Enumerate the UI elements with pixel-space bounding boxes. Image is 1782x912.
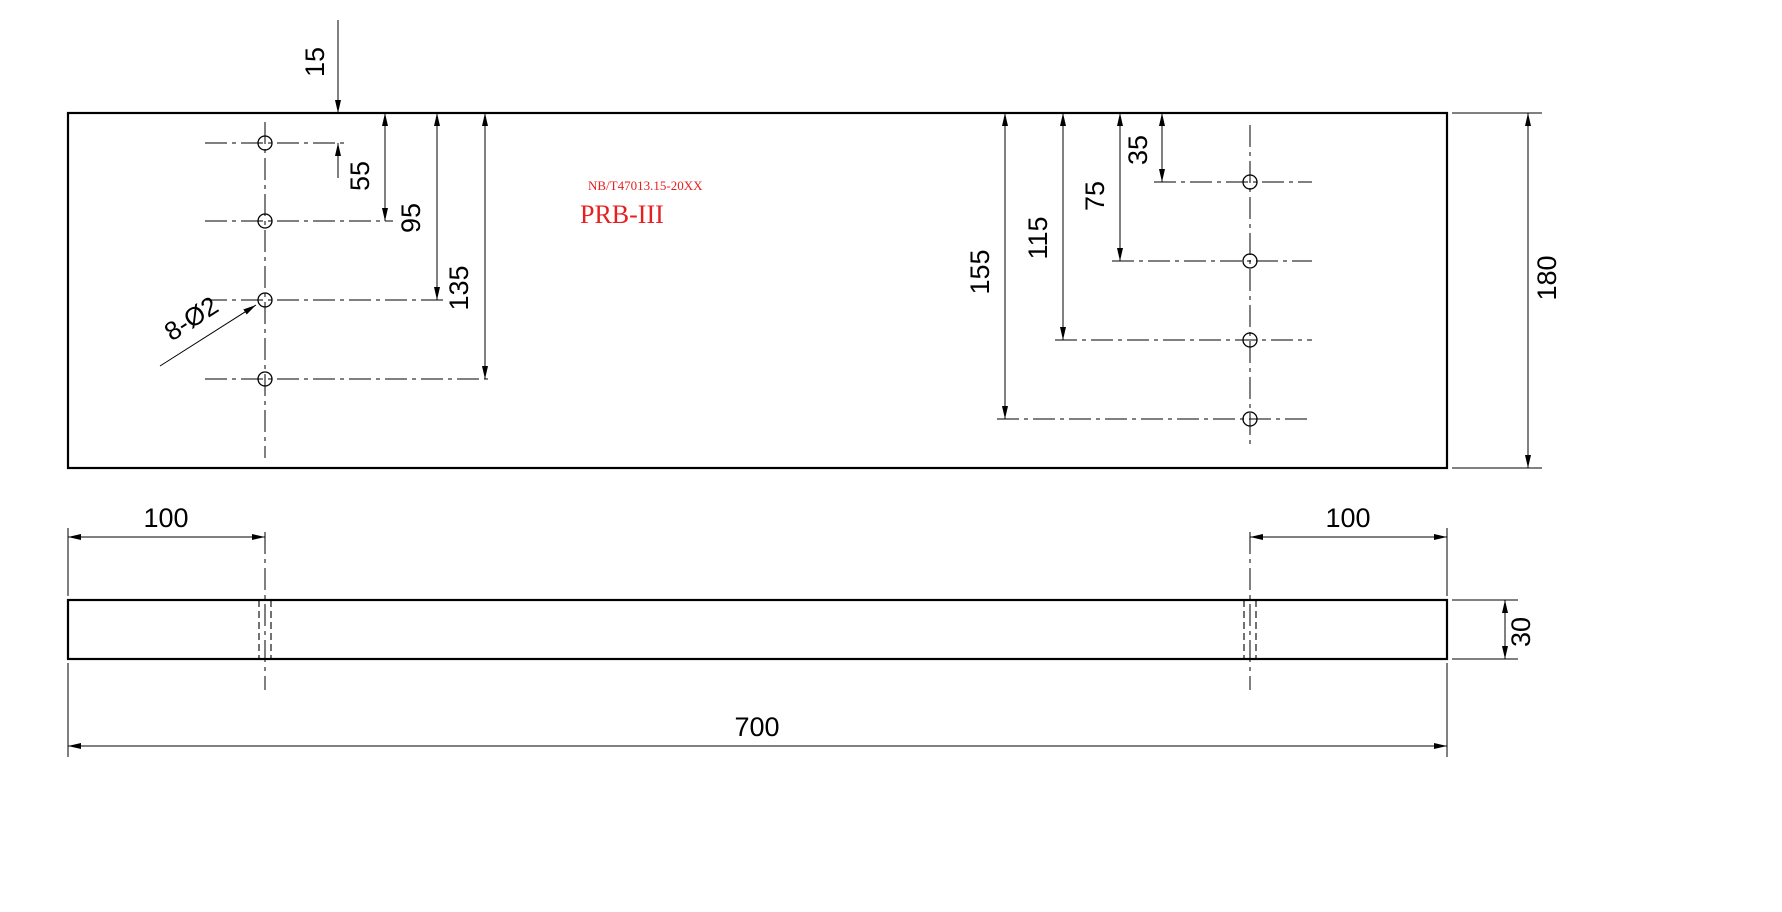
front-view-height-dimension: 180 (1452, 112, 1562, 469)
front-view-left-dimensions: 15 55 95 135 (300, 20, 488, 379)
dim-115-label: 115 (1023, 216, 1053, 259)
side-view-centerlines (264, 532, 1251, 690)
front-view: 15 55 95 135 35 75 115 155 180 (66, 20, 1562, 470)
holes-callout: 8-Ø2 (159, 290, 257, 367)
dim-100-left-label: 100 (143, 503, 188, 533)
dim-100-right-label: 100 (1325, 503, 1370, 533)
hole (257, 371, 273, 387)
dim-180-label: 180 (1532, 255, 1562, 300)
red-labels: NB/T47013.15-20XX PRB-III (580, 178, 703, 229)
dim-15-label: 15 (300, 47, 330, 77)
hole (1242, 411, 1258, 427)
side-view-thickness-dimension: 30 (1452, 599, 1536, 660)
dim-135-label: 135 (444, 265, 474, 310)
dim-155-label: 155 (965, 249, 995, 294)
hole (257, 292, 273, 308)
side-view-length-dimension: 700 (67, 663, 1448, 757)
dim-75-label: 75 (1080, 181, 1110, 211)
front-view-holes (257, 135, 1258, 427)
side-view-outline (66, 598, 1449, 661)
dim-55-label: 55 (345, 161, 375, 191)
dim-30-label: 30 (1506, 617, 1536, 647)
hole (257, 135, 273, 151)
front-view-centerlines (205, 122, 1312, 458)
dim-95-label: 95 (396, 203, 426, 233)
side-view-hidden-holes (258, 600, 1257, 659)
hole (257, 213, 273, 229)
hole (1242, 332, 1258, 348)
dim-700-label: 700 (734, 712, 779, 742)
side-view: 100 100 30 700 (66, 503, 1536, 757)
hole (1242, 253, 1258, 269)
standard-code-label: NB/T47013.15-20XX (588, 178, 703, 193)
hole (1242, 174, 1258, 190)
block-name-label: PRB-III (580, 200, 664, 229)
dim-35-label: 35 (1123, 135, 1153, 165)
holes-callout-leader (159, 304, 257, 367)
side-view-offset-dimensions: 100 100 (67, 503, 1448, 596)
front-view-right-dimensions: 35 75 115 155 (965, 113, 1165, 419)
front-view-outline (66, 111, 1449, 470)
holes-callout-label: 8-Ø2 (159, 290, 224, 347)
